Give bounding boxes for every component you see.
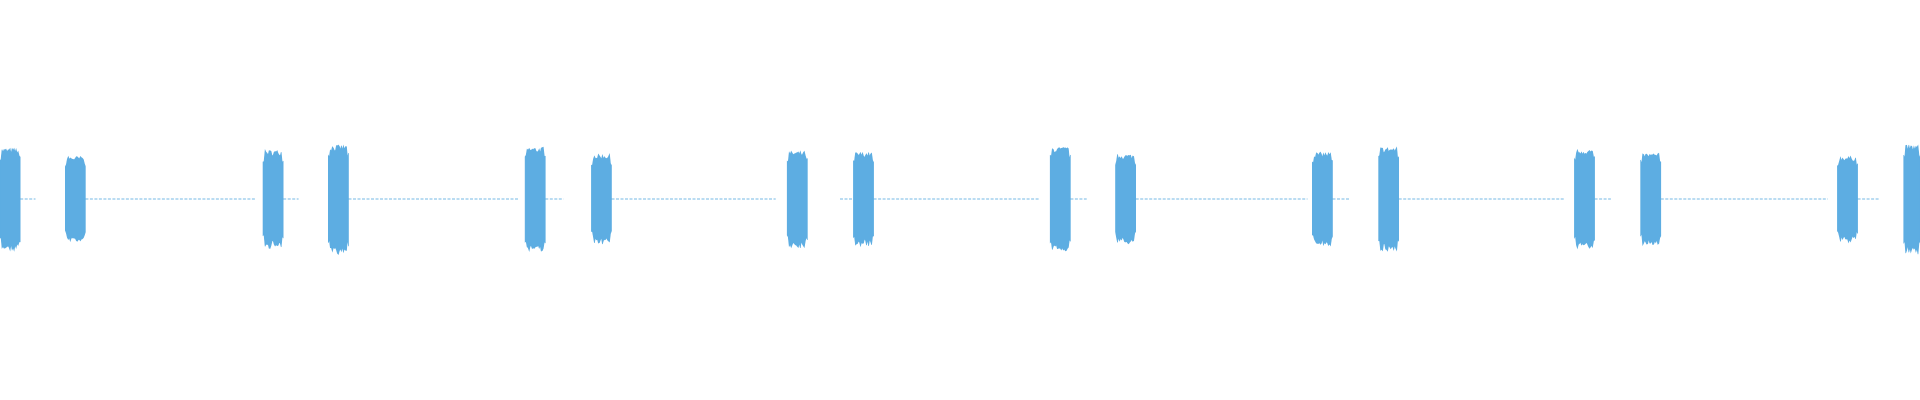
audio-burst bbox=[262, 148, 284, 249]
audio-burst bbox=[65, 155, 86, 243]
audio-burst bbox=[853, 151, 874, 248]
audio-burst bbox=[1312, 151, 1333, 247]
audio-burst bbox=[591, 153, 612, 245]
audio-burst-layer bbox=[0, 144, 1920, 256]
audio-burst bbox=[328, 144, 349, 256]
audio-burst bbox=[1903, 144, 1920, 255]
audio-burst bbox=[1049, 147, 1071, 252]
audio-burst bbox=[1378, 146, 1399, 252]
audio-burst bbox=[524, 146, 546, 253]
audio-burst bbox=[1574, 148, 1595, 250]
audio-burst bbox=[1115, 154, 1136, 245]
audio-burst bbox=[786, 150, 808, 249]
audio-burst bbox=[1640, 152, 1662, 247]
audio-burst bbox=[0, 147, 21, 252]
audio-burst bbox=[1837, 155, 1858, 244]
